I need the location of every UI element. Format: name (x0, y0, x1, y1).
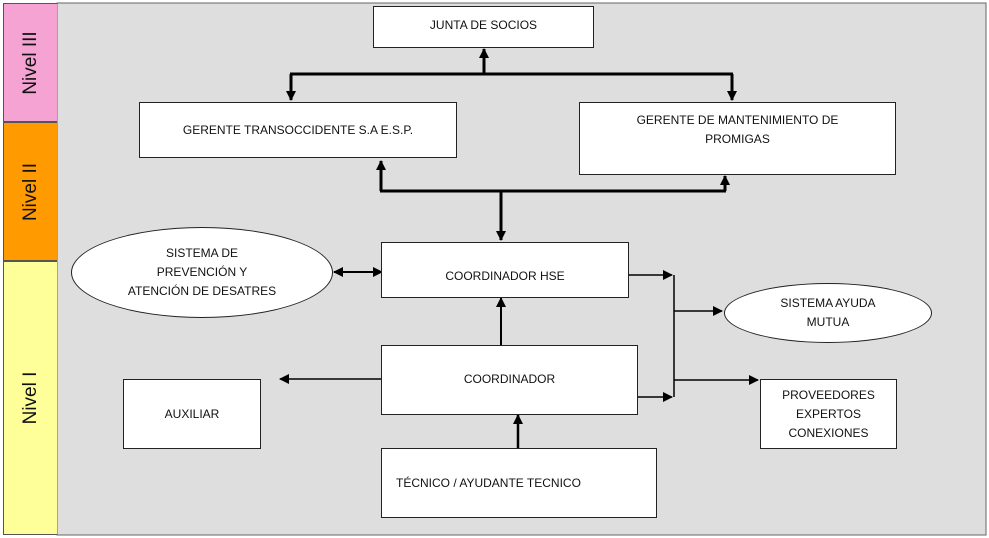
level-band-3: Nivel III (3, 3, 57, 122)
level-label-3: Nivel III (19, 30, 41, 95)
node-coordinador-hse: COORDINADOR HSE (381, 242, 629, 298)
node-auxiliar: AUXILIAR (123, 379, 261, 449)
node-gerente-transoccidente: GERENTE TRANSOCCIDENTE S.A E.S.P. (139, 102, 457, 158)
node-gerente-mantenimiento: GERENTE DE MANTENIMIENTO DE PROMIGAS (579, 102, 896, 175)
level-band-2: Nivel II (3, 122, 57, 261)
level-label-1: Nivel I (19, 371, 41, 425)
level-band-1: Nivel I (3, 261, 57, 535)
node-sistema-prevencion: SISTEMA DE PREVENCIÓN Y ATENCIÓN DE DESA… (71, 227, 333, 318)
node-tecnico: TÉCNICO / AYUDANTE TECNICO (381, 448, 657, 518)
node-coordinador: COORDINADOR (381, 345, 638, 415)
level-label-2: Nivel II (19, 162, 41, 221)
node-proveedores: PROVEEDORES EXPERTOS CONEXIONES (760, 379, 897, 449)
node-sistema-ayuda-mutua: SISTEMA AYUDA MUTUA (724, 283, 932, 343)
node-junta-de-socios: JUNTA DE SOCIOS (373, 6, 594, 48)
